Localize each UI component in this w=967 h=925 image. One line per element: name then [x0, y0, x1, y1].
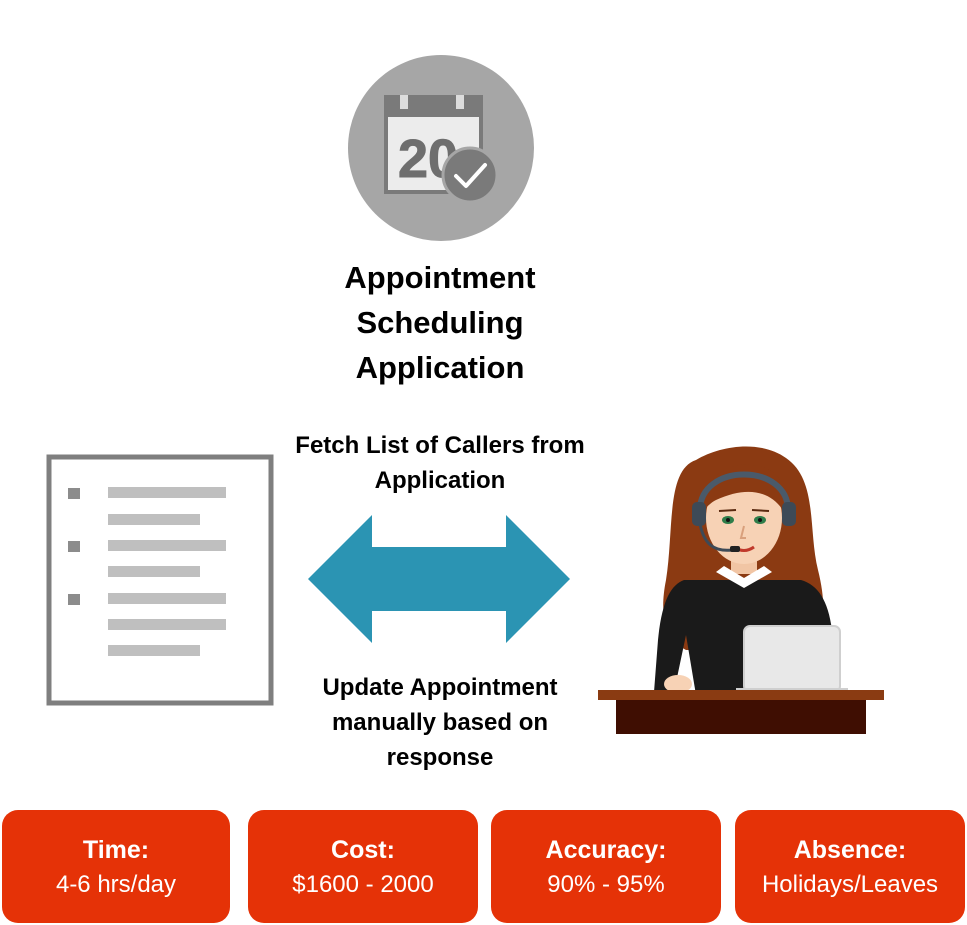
- metric-cost-value: $1600 - 2000: [292, 871, 434, 898]
- metric-time-label: Time:: [82, 836, 150, 864]
- metric-accuracy: Accuracy: 90% - 95%: [491, 810, 721, 923]
- calendar-check-icon: 20: [348, 55, 534, 241]
- metric-absence-label: Absence:: [793, 836, 907, 864]
- metric-cost: Cost: $1600 - 2000: [248, 810, 478, 923]
- update-label-line-1: Update Appointment: [322, 674, 558, 701]
- metric-absence: Absence: Holidays/Leaves: [735, 810, 965, 923]
- fetch-label-line-2: Application: [374, 467, 506, 494]
- fetch-label-line-1: Fetch List of Callers from: [295, 432, 585, 459]
- fetch-label: Fetch List of Callers from Application: [270, 428, 610, 498]
- update-label-line-3: response: [386, 744, 494, 771]
- metrics-row: Time: 4-6 hrs/day Cost: $1600 - 2000 Acc…: [0, 810, 967, 925]
- update-label-line-2: manually based on: [331, 709, 549, 736]
- metric-accuracy-label: Accuracy:: [545, 836, 667, 864]
- update-label: Update Appointment manually based on res…: [270, 670, 610, 775]
- app-title: Appointment Scheduling Application: [290, 255, 590, 390]
- bidirectional-arrow-icon: [308, 515, 570, 643]
- app-title-line-1: Appointment: [344, 260, 536, 295]
- app-title-line-2: Scheduling: [356, 305, 524, 340]
- metric-absence-value: Holidays/Leaves: [761, 871, 939, 898]
- metric-time-value: 4-6 hrs/day: [55, 871, 177, 898]
- call-center-agent-illustration: [598, 446, 884, 734]
- metric-time: Time: 4-6 hrs/day: [2, 810, 230, 923]
- caller-list-document-icon: [46, 454, 274, 706]
- app-title-line-3: Application: [355, 350, 525, 385]
- metric-cost-label: Cost:: [331, 836, 395, 864]
- metric-accuracy-value: 90% - 95%: [547, 871, 665, 898]
